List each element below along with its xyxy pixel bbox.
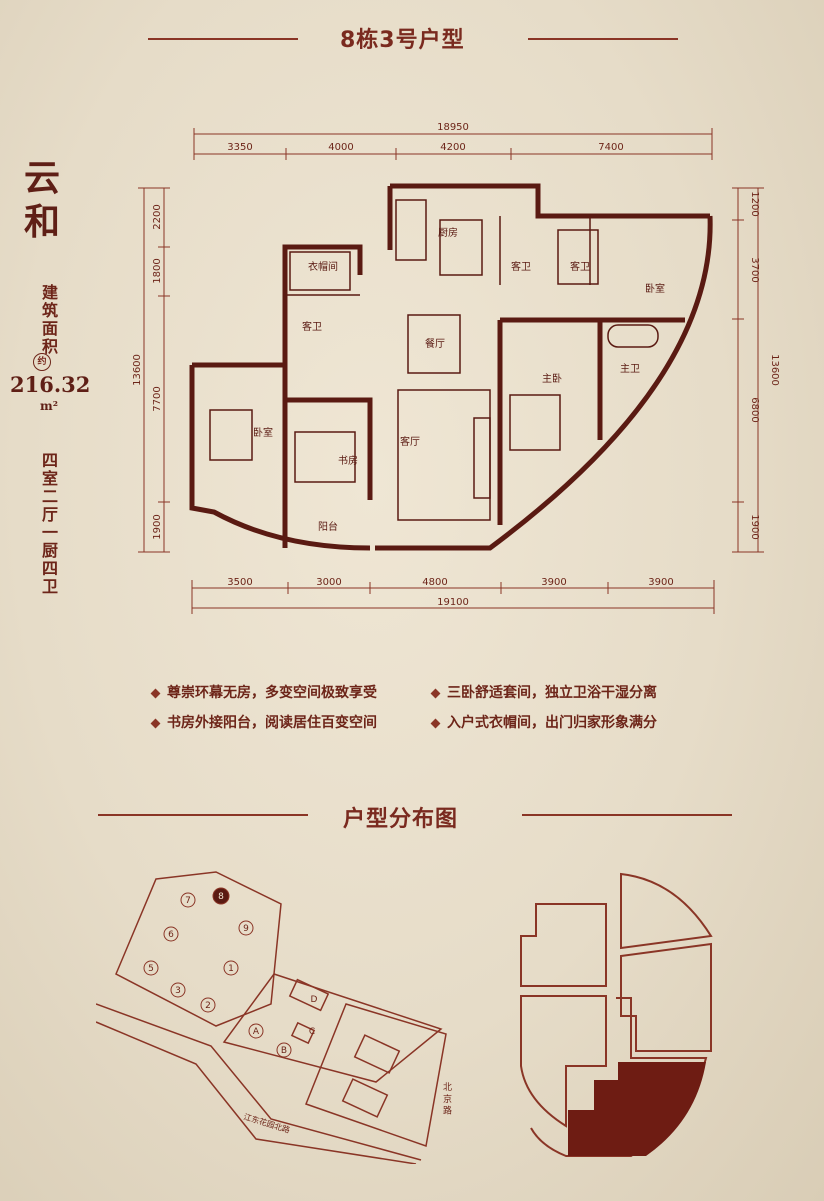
distribution-title: 户型分布图 [343,807,459,832]
building-6: 6 [168,930,174,940]
dim-right-total: 13600 [769,354,780,386]
dim-right-1: 1200 [749,191,760,216]
feature-1: 尊崇环幕无房，多变空间极致享受 [150,682,377,702]
building-1: 1 [228,964,234,974]
north-road-label: 北 京 路 [441,1082,452,1116]
building-2: 2 [205,1001,211,1011]
dim-left-2: 1800 [152,258,163,283]
feature-2: 三卧舒适套间，独立卫浴干湿分离 [430,682,657,702]
header-rule-left [148,38,298,40]
layout-summary: 四室二厅一厨四卫 [39,452,58,596]
building-B: B [281,1046,287,1056]
page-title: 8栋3号户型 [340,28,465,53]
diamond-bullet-icon [430,688,441,698]
dist-rule-left [98,814,308,816]
building-5: 5 [148,964,154,974]
feature-3: 书房外接阳台，阅读居住百变空间 [150,712,377,732]
diamond-bullet-icon [150,688,161,698]
dim-top-2: 4000 [328,142,353,153]
dim-bottom-4: 3900 [541,577,566,588]
area-unit: m² [40,399,58,413]
room-guest-bath-mid2: 客卫 [570,260,590,273]
dim-bottom-1: 3500 [227,577,252,588]
dim-right-2: 3700 [749,257,760,282]
site-map: 8 7 6 5 3 2 1 9 A B C D 江东花园北路 北 京 路 [96,871,452,1164]
room-guest-bath-mid1: 客卫 [511,260,531,273]
dim-top-total: 18950 [437,122,469,133]
room-kitchen: 厨房 [438,226,458,239]
room-bedroom-ne: 卧室 [645,282,665,295]
dim-left-total: 13600 [132,354,143,386]
building-A: A [253,1027,260,1037]
area-marker: 约 [33,353,51,371]
building-7: 7 [185,896,191,906]
dim-top-4: 7400 [598,142,623,153]
diamond-bullet-icon [150,718,161,728]
dim-right-3: 6800 [749,397,760,422]
building-8: 8 [218,892,224,902]
diamond-bullet-icon [430,718,441,728]
building-C: C [309,1027,315,1037]
building-3: 3 [175,986,181,996]
dim-left-4: 1900 [152,514,163,539]
room-master-bath: 主卫 [620,363,640,375]
header-rule-right [528,38,678,40]
dim-bottom-total: 19100 [437,597,469,608]
room-balcony: 阳台 [318,520,338,533]
dim-bottom-2: 3000 [316,577,341,588]
room-guest-bath-left: 客卫 [302,320,322,333]
building-map [520,872,713,1157]
dist-rule-right [522,814,732,816]
dim-left-1: 2200 [152,204,163,229]
dim-bottom-3: 4800 [422,577,447,588]
room-dining: 餐厅 [425,337,445,350]
dim-left-3: 7700 [152,386,163,411]
project-name: 云和 [24,157,61,243]
building-D: D [311,995,318,1005]
area-value: 216.32 [10,372,91,397]
room-master-bedroom: 主卧 [542,372,562,385]
room-cloakroom: 衣帽间 [308,260,338,273]
dim-top-3: 4200 [440,142,465,153]
room-study: 书房 [338,454,358,467]
dim-right-4: 1900 [749,514,760,539]
highlighted-unit [568,1062,706,1156]
dim-top-1: 3350 [227,142,252,153]
feature-4: 入户式衣帽间，出门归家形象满分 [430,712,657,732]
area-label: 建筑面积 [39,284,58,356]
room-living: 客厅 [400,435,420,448]
dim-bottom-5: 3900 [648,577,673,588]
building-9: 9 [243,924,249,934]
floor-plan: 18950 3350 4000 4200 7400 3500 3000 4800… [132,122,780,614]
room-bedroom-w: 卧室 [253,426,273,439]
